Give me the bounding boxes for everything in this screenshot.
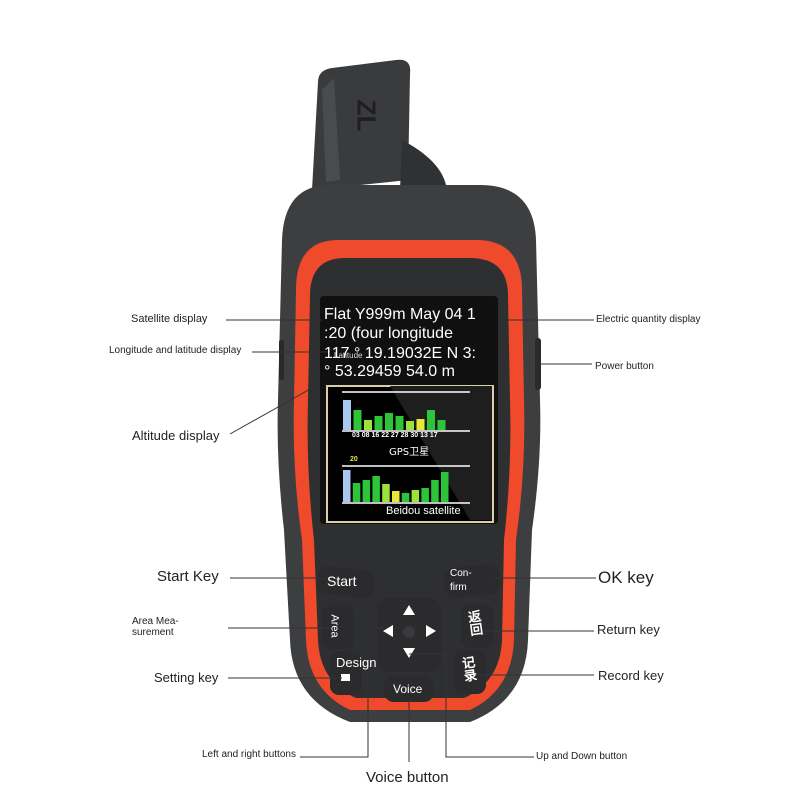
beidou-title: Beidou satellite [386,505,461,517]
callout-setting-key: Setting key [154,670,219,685]
antenna-joint [400,140,446,190]
gps-satellite-numbers: 03 08 16 22 27 28 30 13 17 [352,432,438,439]
callout-lines [226,319,596,762]
design-key[interactable] [330,651,362,695]
beidou-signal-bar [352,483,361,502]
design-key-label: Design [336,655,377,670]
callout-electric-quantity: Electric quantity display [596,314,701,325]
arrow-up-icon[interactable] [403,605,415,615]
callout-return-key: Return key [597,622,660,637]
start-key-label: Start [327,573,357,589]
return-key-label: 返回 [464,609,483,637]
beidou-signal-bar [441,472,449,502]
callout-start-key: Start Key [157,568,219,585]
beidou-signal-bar [421,488,429,502]
beidou-signal-bar [382,484,390,502]
gps-signal-bar [395,416,404,430]
confirm-key[interactable] [443,563,502,599]
gps-signal-bars [343,400,446,430]
voice-key-label: Voice [393,682,423,696]
screen-line-4: ° 53.29459 54.0 m [324,363,455,380]
callout-area-measurement-1: Area Mea- [132,616,179,627]
dpad-center [403,626,415,638]
confirm-key-label-1: Con- [450,568,472,579]
gps-signal-bar [406,421,414,430]
screen-line-2: :20 (four longitude [324,325,453,342]
return-key[interactable] [461,604,493,648]
gps-signal-bar [343,400,351,430]
screen-line-1: Flat Y999m May 04 1 [324,306,476,323]
beidou-signal-bar [372,476,380,502]
callout-altitude-display: Altitude display [132,428,220,443]
beidou-signal-bar [392,491,400,502]
gps-signal-bar [437,420,446,430]
settings-icon [341,674,350,681]
beidou-signal-bar [431,480,439,502]
screen-line-3: 117 ° 19.19032E N 3: [324,345,476,362]
callout-left-right-buttons: Left and right buttons [202,749,296,760]
gps-signal-bar [353,410,362,430]
gps-signal-bar [374,416,383,430]
antenna-highlight [322,78,340,182]
antenna-mark: ZL [351,99,382,132]
area-key-label: Area [328,614,341,638]
callout-up-down-button: Up and Down button [536,751,628,762]
beidou-signal-bar [411,490,420,502]
record-key-label: 记录 [458,655,477,683]
left-side-button[interactable] [279,340,284,380]
callout-longitude-latitude: Longitude and latitude display [109,345,242,356]
voice-key[interactable] [384,676,434,702]
callout-voice-button: Voice button [366,769,449,786]
gps-signal-bar [364,420,372,430]
confirm-key-label-2: firm [450,582,467,593]
beidou-signal-bar [362,480,371,502]
beidou-signal-bar [343,470,351,502]
screen-overlay-label: Latitude [334,351,363,360]
callout-ok-key: OK key [598,568,654,587]
beidou-signal-bars [343,470,449,502]
beidou-signal-bar [401,493,410,502]
arrow-left-icon[interactable] [383,625,393,637]
arrow-right-icon[interactable] [426,625,436,637]
callout-satellite-display: Satellite display [131,313,208,325]
power-side-button[interactable] [535,338,541,390]
panel-shade [390,386,492,520]
callout-power-button: Power button [595,361,654,372]
beidou-number: 20 [350,456,358,463]
callout-record-key: Record key [598,668,664,683]
gps-signal-bar [416,419,425,430]
gps-signal-bar [427,410,435,430]
record-key[interactable] [454,650,486,694]
start-key[interactable] [317,565,376,599]
arrow-down-icon[interactable] [403,648,415,658]
gps-signal-bar [385,413,393,430]
callout-area-measurement-2: surement [132,627,174,638]
gps-title: GPS卫星 [389,447,430,458]
area-key[interactable] [322,605,354,649]
